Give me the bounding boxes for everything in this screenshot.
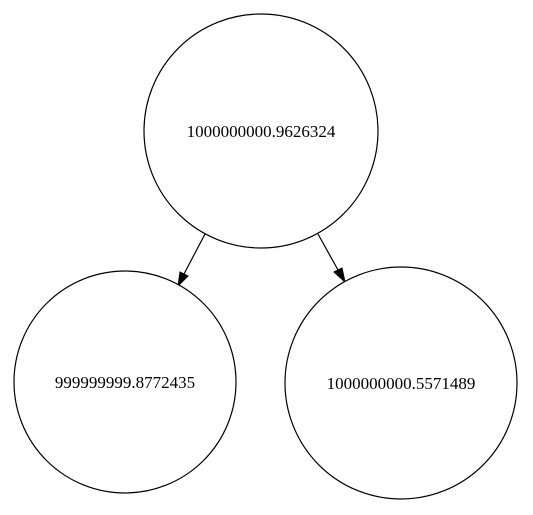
edge-root-left-arrowhead bbox=[177, 271, 189, 288]
edge-root-right-arrowhead bbox=[333, 267, 346, 284]
node-root: 1000000000.9626324 bbox=[143, 13, 379, 249]
node-root-label: 1000000000.9626324 bbox=[187, 122, 336, 141]
node-right: 1000000000.5571489 bbox=[284, 266, 518, 500]
node-left-label: 999999999.8772435 bbox=[55, 373, 195, 392]
node-right-circle bbox=[284, 266, 518, 500]
node-root-circle bbox=[143, 13, 379, 249]
node-left: 999999999.8772435 bbox=[13, 270, 237, 494]
node-right-label: 1000000000.5571489 bbox=[327, 374, 476, 393]
edge-root-right-line bbox=[317, 233, 339, 271]
edge-root-left bbox=[177, 233, 206, 288]
edge-root-left-line bbox=[183, 233, 206, 275]
edge-root-right bbox=[317, 233, 346, 284]
node-left-circle bbox=[13, 270, 237, 494]
